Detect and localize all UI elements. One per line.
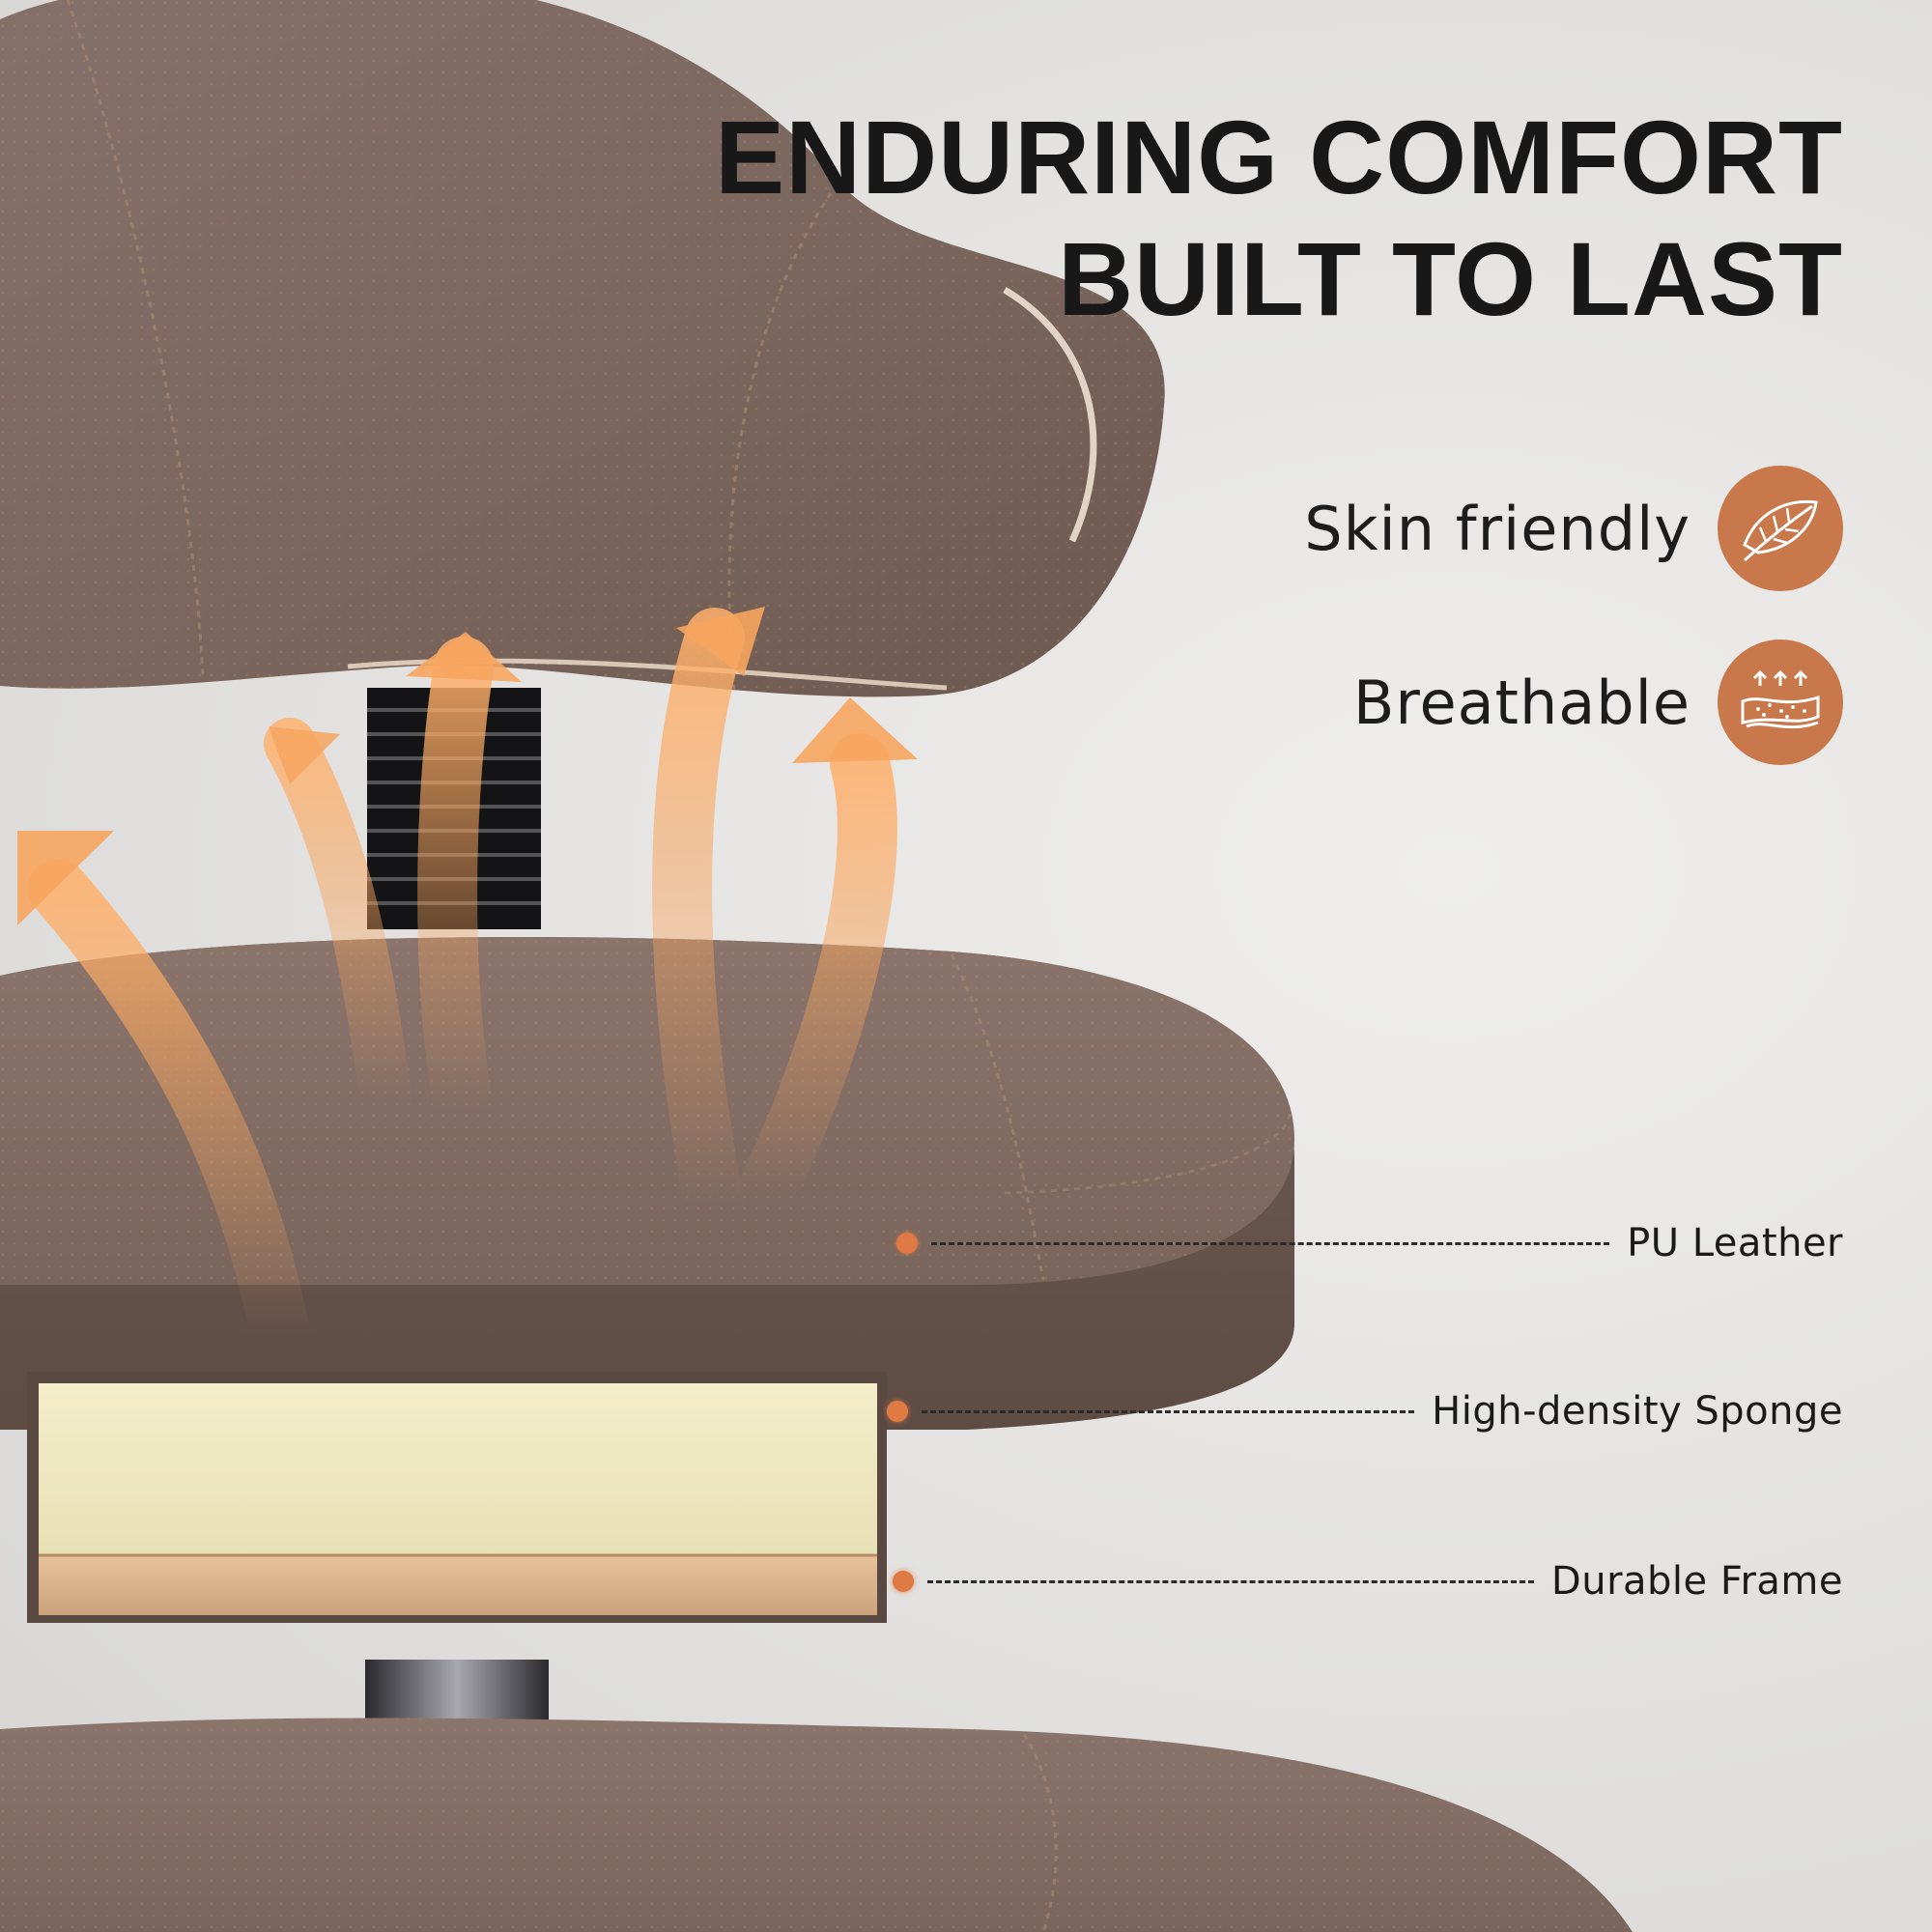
callout-label: Durable Frame bbox=[1550, 1559, 1843, 1604]
callout-label: PU Leather bbox=[1627, 1221, 1843, 1265]
lower-seat bbox=[0, 1660, 1633, 1932]
callout-dot bbox=[887, 1401, 909, 1422]
main-seat bbox=[0, 937, 1294, 1430]
breathable-foam-icon bbox=[1718, 639, 1843, 765]
callout-line bbox=[931, 1241, 1610, 1245]
callout-label: High-density Sponge bbox=[1432, 1389, 1843, 1434]
headline-line-1: ENDURING COMFORT bbox=[715, 99, 1843, 215]
airflow-arrows bbox=[17, 607, 918, 1363]
feature-skin-friendly: Skin friendly bbox=[1304, 466, 1843, 591]
seat-cross-section bbox=[27, 1372, 887, 1623]
headline-line-2: BUILT TO LAST bbox=[1058, 220, 1843, 337]
feature-label: Breathable bbox=[1352, 667, 1690, 738]
callout-line bbox=[926, 1579, 1534, 1583]
frame-layer bbox=[39, 1555, 877, 1615]
callout-dot bbox=[896, 1233, 919, 1254]
callout-dot bbox=[892, 1571, 914, 1592]
headline: ENDURING COMFORT BUILT TO LAST bbox=[715, 97, 1843, 340]
feature-label: Skin friendly bbox=[1304, 493, 1690, 564]
callout-durable-frame: Durable Frame bbox=[892, 1559, 1843, 1604]
feather-icon bbox=[1718, 466, 1843, 591]
sponge-layer bbox=[39, 1383, 877, 1555]
callout-pu-leather: PU Leather bbox=[896, 1221, 1843, 1265]
callout-line bbox=[922, 1409, 1415, 1413]
callout-high-density-sponge: High-density Sponge bbox=[887, 1389, 1843, 1434]
feature-breathable: Breathable bbox=[1353, 639, 1843, 765]
